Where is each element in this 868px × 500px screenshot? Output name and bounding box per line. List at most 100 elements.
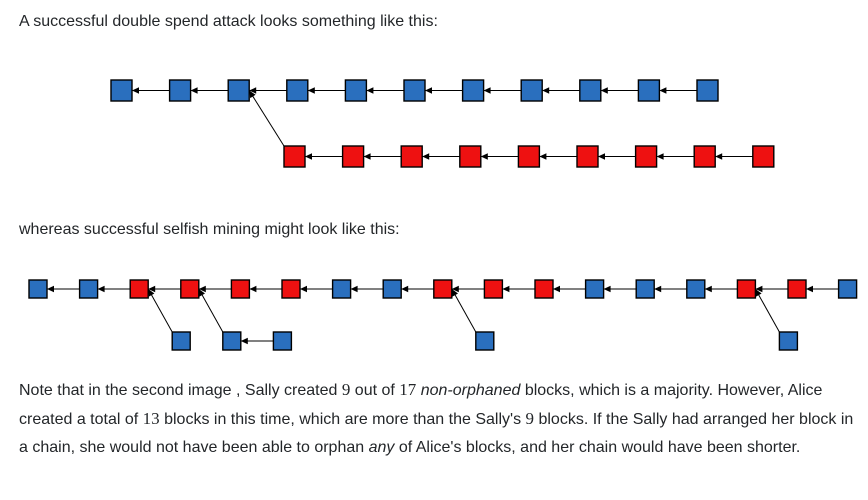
sally-block	[517, 145, 541, 168]
note-emphasis-any: any	[368, 439, 395, 456]
arrow-head	[603, 285, 611, 293]
alice-block	[461, 79, 485, 102]
note-emphasis-non-orphaned: non-orphaned	[420, 382, 521, 399]
note-paragraph: Note that in the second image , Sally cr…	[19, 376, 859, 462]
math-sally-count-2: 9	[525, 409, 535, 428]
sally-block	[483, 279, 504, 299]
math-sally-count: 9	[341, 380, 351, 399]
alice-block	[227, 79, 250, 102]
alice-block	[272, 331, 293, 351]
arrow-head	[480, 153, 488, 160]
arrow-head	[422, 153, 430, 160]
note-text: blocks in this time, which are more than…	[159, 411, 526, 428]
arrow-head	[198, 289, 206, 297]
note-text: out of	[350, 382, 400, 399]
alice-block	[520, 79, 543, 102]
alice-block	[686, 279, 706, 299]
alice-block	[168, 79, 192, 102]
alice-block	[475, 331, 495, 351]
sally-block	[787, 279, 807, 299]
alice-block	[837, 279, 858, 299]
note-text: Note that in the second image , Sally cr…	[19, 382, 342, 399]
alice-block	[331, 279, 352, 299]
arrow-head	[600, 87, 608, 94]
arrow-head	[249, 87, 257, 94]
arrow-head	[401, 285, 409, 293]
selfish-mining-diagram	[0, 270, 868, 356]
sally-block	[534, 279, 554, 299]
arrow-head	[198, 285, 206, 293]
sally-block	[283, 145, 306, 168]
alice-block	[778, 331, 799, 351]
math-alice-count: 13	[142, 409, 160, 428]
arrow-head	[704, 285, 712, 293]
sally-block	[459, 145, 482, 168]
arrow-head	[305, 153, 312, 160]
arrow-head	[451, 289, 459, 297]
selfish-mining-svg	[28, 279, 858, 351]
alice-block	[637, 79, 661, 102]
intro-paragraph: A successful double spend attack looks s…	[19, 13, 438, 30]
sally-block	[736, 279, 757, 299]
sally-block	[230, 279, 251, 299]
arrow-head	[240, 337, 248, 345]
sally-block	[341, 145, 365, 168]
arrow-head	[502, 285, 510, 293]
alice-block	[382, 279, 402, 299]
arrow-head	[132, 87, 139, 94]
alice-block	[696, 79, 719, 102]
arrow-head	[656, 153, 664, 160]
arrow-head	[47, 285, 54, 293]
selfish-intro-paragraph: whereas successful selfish mining might …	[19, 221, 400, 238]
sally-block	[576, 145, 599, 168]
alice-block	[28, 279, 48, 299]
sally-block	[433, 279, 453, 299]
sally-block	[281, 279, 301, 299]
alice-block	[222, 331, 242, 351]
arrow-head	[755, 285, 763, 293]
sally-block	[693, 145, 716, 168]
arrow-head	[363, 153, 371, 160]
note-text: blocks, which is a majority. However, Al…	[19, 382, 823, 428]
note-text: of Alice's blocks, and her chain would h…	[394, 439, 801, 456]
arrow-head	[659, 87, 667, 94]
alice-block	[579, 79, 602, 102]
double-spend-svg	[110, 79, 775, 168]
alice-block	[344, 79, 368, 102]
arrow-head	[350, 285, 358, 293]
arrow-head	[300, 285, 307, 293]
arrow-head	[715, 153, 723, 160]
arrow-head	[249, 285, 257, 293]
sally-block	[752, 145, 775, 168]
alice-block	[403, 79, 426, 102]
double-spend-diagram	[0, 68, 868, 180]
arrow-head	[249, 90, 256, 99]
sally-block	[129, 279, 149, 299]
chain-link	[198, 288, 224, 333]
math-total-count: 17	[399, 380, 417, 399]
alice-block	[635, 279, 655, 299]
note-text: blocks. If the Sally had arranged her bl…	[19, 411, 854, 456]
arrow-head	[148, 289, 155, 297]
arrow-head	[553, 285, 560, 293]
arrow-head	[366, 87, 374, 94]
arrow-head	[148, 285, 156, 293]
chain-link	[754, 288, 780, 333]
arrow-head	[307, 87, 315, 94]
arrow-head	[539, 153, 547, 160]
alice-block	[78, 279, 99, 299]
arrow-head	[806, 285, 813, 293]
arrow-head	[425, 87, 432, 94]
sally-block	[634, 145, 658, 168]
arrow-head	[97, 285, 105, 293]
chain-link	[451, 288, 477, 333]
arrow-head	[654, 285, 662, 293]
alice-block	[110, 79, 133, 102]
alice-block	[286, 79, 309, 102]
sally-block	[180, 279, 200, 299]
arrow-head	[542, 87, 550, 94]
alice-block	[171, 331, 191, 351]
arrow-head	[451, 285, 459, 293]
chain-link	[147, 288, 173, 333]
alice-block	[584, 279, 605, 299]
